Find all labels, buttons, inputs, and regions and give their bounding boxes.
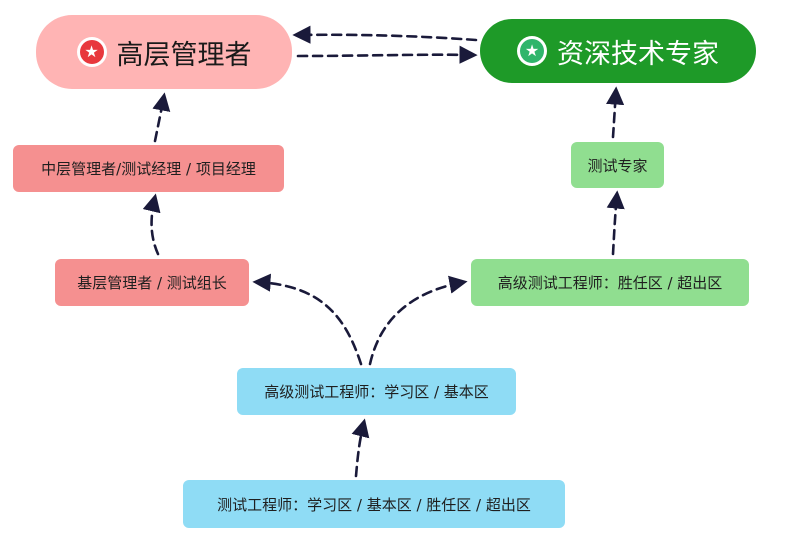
node-senior-test-engineer-advanced: 高级测试工程师：胜任区 / 超出区 xyxy=(471,259,749,306)
node-senior-management: ★ 高层管理者 xyxy=(36,15,292,89)
node-test-expert: 测试专家 xyxy=(571,142,664,188)
node-senior-test-engineer-basic: 高级测试工程师：学习区 / 基本区 xyxy=(237,368,516,415)
edge-test-expert-to-senior-expert xyxy=(606,86,625,139)
node-grassroots-management-label: 基层管理者 / 测试组长 xyxy=(77,274,227,292)
edge-senior-expert-to-senior-mgmt xyxy=(292,25,478,44)
star-icon: ★ xyxy=(76,37,107,67)
node-senior-management-label: 高层管理者 xyxy=(116,39,252,71)
star-icon: ★ xyxy=(517,36,547,66)
edge-test-engineer-to-senior-engineer-basic xyxy=(351,418,370,478)
edge-senior-engineer-basic-to-grassroots-mgmt xyxy=(252,273,363,366)
node-test-expert-label: 测试专家 xyxy=(587,156,648,175)
node-middle-management-label: 中层管理者/测试经理 / 项目经理 xyxy=(41,160,256,178)
edge-senior-engineer-adv-to-test-expert xyxy=(606,190,625,256)
edge-senior-mgmt-to-senior-expert xyxy=(296,45,478,64)
edge-middle-mgmt-to-senior-mgmt xyxy=(152,92,171,143)
node-middle-management: 中层管理者/测试经理 / 项目经理 xyxy=(13,145,284,192)
node-test-engineer: 测试工程师：学习区 / 基本区 / 胜任区 / 超出区 xyxy=(183,480,565,528)
node-senior-tech-expert-label: 资深技术专家 xyxy=(557,38,719,70)
node-senior-test-engineer-advanced-label: 高级测试工程师：胜任区 / 超出区 xyxy=(497,274,723,292)
node-grassroots-management: 基层管理者 / 测试组长 xyxy=(55,259,249,306)
node-senior-test-engineer-basic-label: 高级测试工程师：学习区 / 基本区 xyxy=(264,383,489,401)
edge-senior-engineer-basic-to-senior-engineer-adv xyxy=(368,275,468,366)
node-test-engineer-label: 测试工程师：学习区 / 基本区 / 胜任区 / 超出区 xyxy=(217,495,531,514)
edge-grassroots-mgmt-to-middle-mgmt xyxy=(142,193,161,256)
node-senior-tech-expert: ★ 资深技术专家 xyxy=(480,19,756,83)
